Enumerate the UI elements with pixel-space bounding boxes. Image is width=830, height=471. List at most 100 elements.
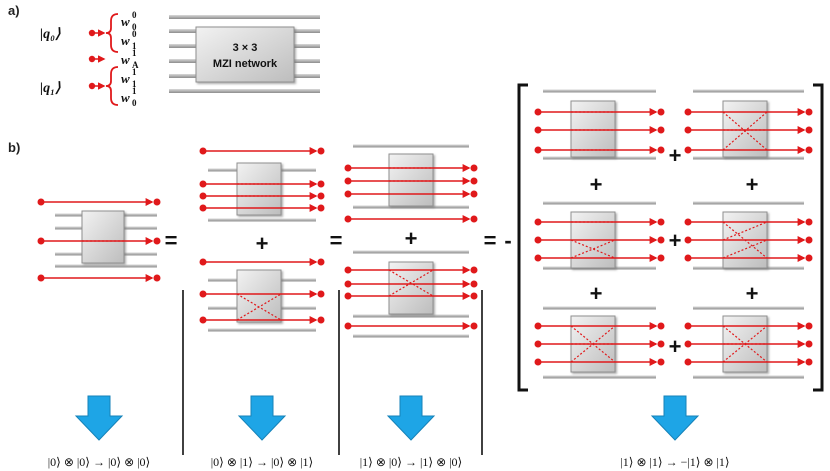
waveguide: [693, 201, 804, 205]
down-arrow-1: [74, 395, 124, 441]
photon-source: [344, 292, 352, 300]
photon-source: [534, 126, 542, 134]
down-arrow-2: [237, 395, 287, 441]
photon-source: [534, 322, 542, 330]
mzi-box: [570, 100, 616, 158]
equals-sign-2: =: [330, 228, 343, 253]
photon-source: [199, 147, 207, 155]
result-00: |0⟩ ⊗ |0⟩ → |0⟩ ⊗ |0⟩: [48, 455, 150, 469]
photon-detector: [470, 177, 478, 185]
waveguide: [353, 334, 469, 338]
photon-ancilla: [88, 55, 96, 63]
mzi-box: [236, 269, 282, 323]
photon-detector: [470, 215, 478, 223]
result-01: |0⟩ ⊗ |1⟩ → |0⟩ ⊗ |1⟩: [211, 455, 313, 469]
photon-detector: [657, 358, 665, 366]
mzi-network-3x3: 3 × 3 MZI network: [169, 15, 320, 93]
waveguide: [208, 328, 316, 332]
photon-source: [684, 236, 692, 244]
panel-a-input-photons: [88, 29, 106, 90]
mode-label-w00: w 0 0: [121, 10, 137, 32]
svg-text:w: w: [121, 71, 130, 86]
photon-detector: [153, 237, 161, 245]
cell-col1: [37, 198, 161, 282]
qubit-1-label: |q₁⟩: [40, 81, 61, 96]
q1-brace: [105, 66, 119, 106]
waveguide: [693, 89, 804, 93]
plus-col2: +: [256, 231, 269, 256]
photon-source: [344, 190, 352, 198]
svg-text:0: 0: [132, 29, 137, 39]
svg-text:1: 1: [132, 41, 137, 51]
plus-m-row1: +: [669, 143, 682, 168]
svg-text:1: 1: [132, 79, 137, 89]
mzi-box: [388, 153, 434, 207]
svg-text:w: w: [121, 14, 130, 29]
photon-detector: [470, 266, 478, 274]
photon-source: [684, 126, 692, 134]
svg-text:0: 0: [132, 10, 137, 20]
cell-col3-top: [344, 144, 478, 223]
photon-detector: [805, 146, 813, 154]
mode-label-w10: w 0 1: [121, 29, 137, 51]
waveguide: [353, 314, 469, 318]
plus-col3: +: [405, 226, 418, 251]
photon-detector: [317, 258, 325, 266]
svg-text:0: 0: [132, 22, 137, 32]
mode-label-wA1: w 1 A: [121, 48, 139, 70]
photon-source: [534, 236, 542, 244]
minus-sign: -: [504, 228, 511, 253]
photon-source: [534, 146, 542, 154]
photon-detector: [805, 254, 813, 262]
panel-b-label: b): [8, 140, 20, 155]
svg-text:1: 1: [132, 48, 137, 58]
cell-col3-bottom: [344, 250, 478, 338]
photon-source: [199, 316, 207, 324]
waveguide: [543, 89, 656, 93]
cell-m-0-0: [534, 89, 665, 160]
cell-m-2-0: [534, 306, 665, 379]
mzi-box: [236, 162, 282, 216]
internal-path: [722, 111, 768, 151]
photon-source: [199, 290, 207, 298]
down-arrow-4: [650, 395, 700, 441]
photon-detector: [657, 322, 665, 330]
photon-detector: [470, 280, 478, 288]
waveguide: [693, 306, 804, 310]
photon-source: [37, 237, 45, 245]
svg-text:w: w: [121, 33, 130, 48]
plus-m-left2: +: [590, 281, 603, 306]
waveguide: [353, 144, 469, 148]
photon-source: [684, 108, 692, 116]
waveguide: [55, 264, 157, 268]
photon-source: [199, 180, 207, 188]
cell-m-2-1: [684, 306, 813, 379]
photon-detector: [657, 340, 665, 348]
photon-detector: [317, 290, 325, 298]
photon-detector: [657, 218, 665, 226]
photon-detector: [470, 292, 478, 300]
photon-detector: [153, 274, 161, 282]
mzi-network-size: 3 × 3: [233, 42, 258, 54]
waveguide: [353, 250, 469, 254]
photon-detector: [805, 126, 813, 134]
svg-text:w: w: [121, 52, 130, 67]
photon-source: [534, 218, 542, 226]
waveguide: [693, 375, 804, 379]
photon-source: [684, 340, 692, 348]
photon-source: [344, 164, 352, 172]
cell-col2-top: [199, 147, 325, 222]
mzi-box: [81, 210, 125, 264]
photon-source: [534, 358, 542, 366]
q0-brace: [105, 13, 119, 53]
photon-source: [37, 274, 45, 282]
panel-a-label: a): [8, 3, 20, 18]
photon-source: [37, 198, 45, 206]
plus-m-row3: +: [669, 334, 682, 359]
photon-detector: [805, 236, 813, 244]
photon-detector: [153, 198, 161, 206]
mzi-box: [722, 100, 768, 158]
photon-source: [199, 258, 207, 266]
cell-m-0-1: [684, 89, 813, 160]
